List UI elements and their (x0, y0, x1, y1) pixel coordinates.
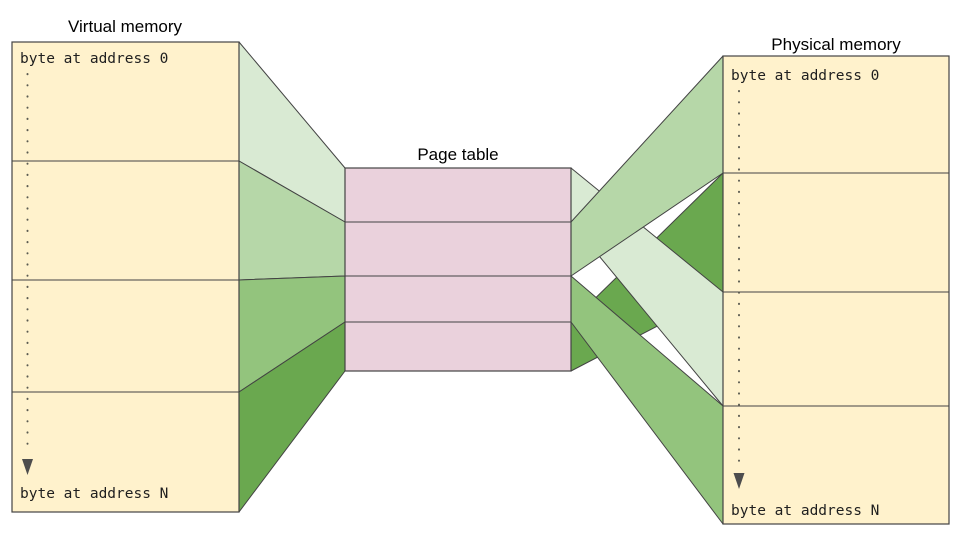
pm-address-0-label: byte at address 0 (731, 68, 879, 84)
physical-memory-box: byte at address 0 byte at address N (722, 55, 950, 525)
physical-memory-title: Physical memory (771, 35, 901, 54)
pagetable-to-physical-ribbons (570, 55, 724, 525)
virtual-memory-rect (11, 41, 240, 513)
page-table-rect (344, 167, 572, 372)
vm-to-pagetable-ribbons (238, 41, 346, 513)
physical-memory-rect (722, 55, 950, 525)
vm-address-n-label: byte at address N (20, 486, 168, 502)
pm-address-n-label: byte at address N (731, 503, 879, 519)
pm-down-arrow-icon (733, 473, 745, 489)
virtual-memory-title: Virtual memory (68, 17, 182, 36)
page-table-box (344, 167, 572, 372)
virtual-memory-box: byte at address 0 byte at address N (11, 41, 240, 513)
vm-down-arrow-icon (22, 459, 33, 475)
vm-address-0-label: byte at address 0 (20, 51, 168, 67)
page-table-title: Page table (417, 145, 498, 164)
